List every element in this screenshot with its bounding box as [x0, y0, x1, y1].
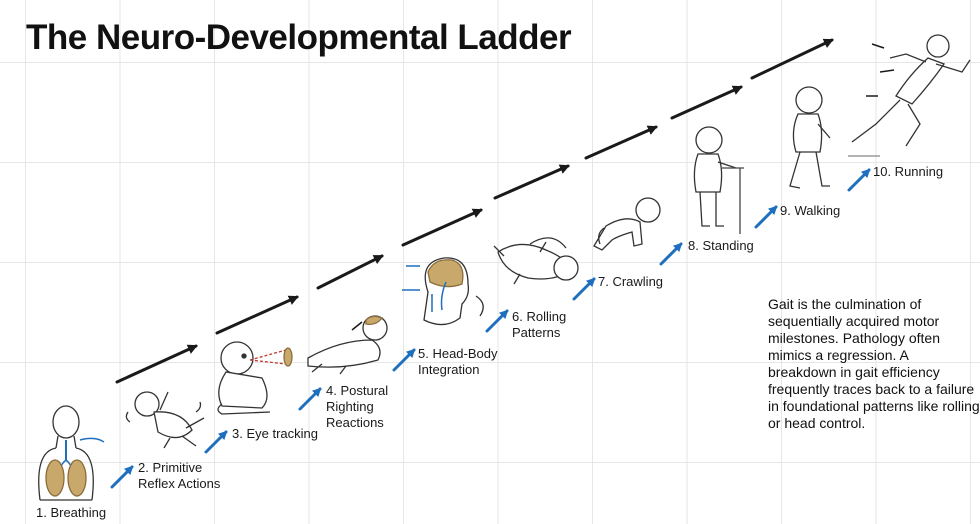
step-arrow: [572, 277, 596, 301]
infant-reflex-icon: [125, 391, 205, 449]
step-arrows: [110, 168, 871, 489]
ladder-arrow: [215, 295, 299, 335]
page-title: The Neuro-Developmental Ladder: [26, 18, 572, 57]
step-arrow: [485, 309, 509, 333]
ladder-arrow: [115, 344, 198, 384]
toddler-walking-icon: [789, 86, 831, 189]
step-label-eye-tracking: 3. Eye tracking: [232, 426, 318, 441]
step-arrow: [659, 242, 683, 266]
gait-note: Gait is the culmination of sequentially …: [768, 296, 980, 431]
ladder-arrows: [115, 38, 834, 384]
step-label-running: 10. Running: [873, 164, 944, 179]
step-label-breathing: 1. Breathing: [36, 505, 107, 520]
torso-lungs-icon: [38, 405, 105, 501]
step-label-postural-righting: 4. Postural Righting Reactions: [326, 383, 389, 430]
step-label-crawling: 7. Crawling: [598, 274, 664, 289]
ladder-arrow: [670, 85, 743, 120]
infant-prone-icon: [307, 315, 388, 375]
ladder-arrow: [401, 208, 483, 247]
step-arrow: [204, 430, 228, 454]
step-arrow: [754, 205, 778, 229]
head-brain-icon: [402, 257, 484, 326]
step-label-head-body: 5. Head-Body Integration: [418, 346, 498, 377]
infant-eye-tracking-icon: [217, 341, 293, 415]
step-arrow: [392, 348, 416, 372]
infant-crawling-icon: [593, 197, 661, 251]
step-label-rolling: 6. Rolling Patterns: [512, 309, 567, 340]
ladder-arrow: [584, 125, 658, 160]
step-label-primitive-reflex: 2. Primitive Reflex Actions: [138, 460, 221, 491]
step-arrow: [110, 465, 134, 489]
toddler-standing-icon: [693, 126, 744, 234]
ladder-arrow: [750, 38, 834, 80]
step-arrow: [847, 168, 871, 192]
ladder-arrow: [316, 254, 384, 290]
runner-icon: [848, 34, 971, 157]
step-label-walking: 9. Walking: [780, 203, 841, 218]
step-arrow: [298, 387, 322, 411]
infant-rolling-icon: [493, 237, 579, 285]
ladder-arrow: [493, 164, 570, 200]
step-label-standing: 8. Standing: [688, 238, 754, 253]
